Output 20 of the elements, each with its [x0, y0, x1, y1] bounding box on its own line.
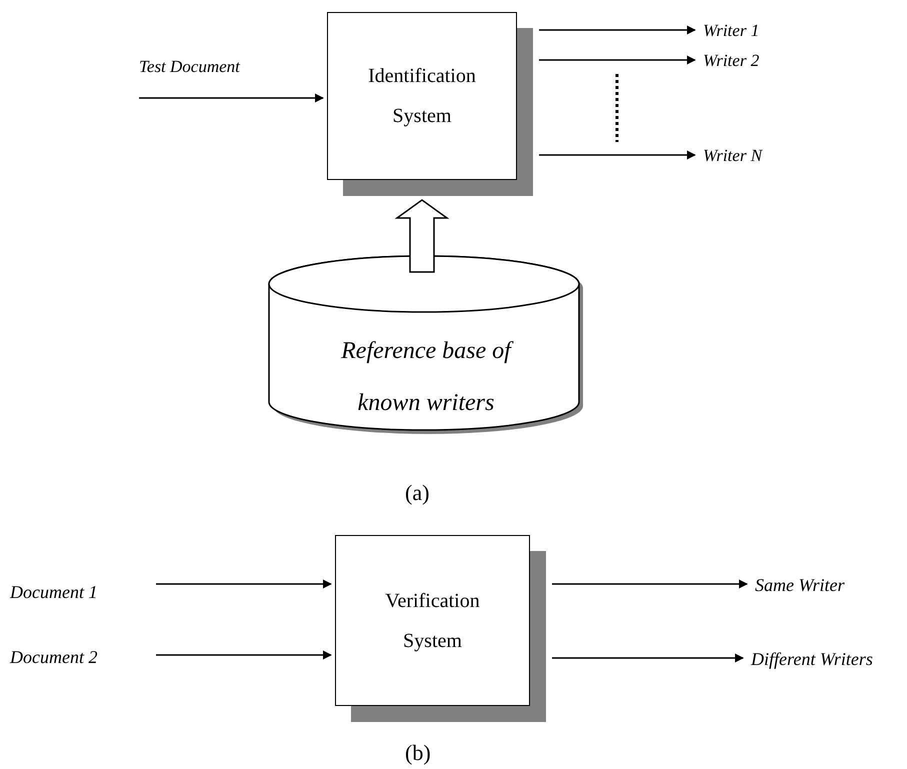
block-arrow	[394, 199, 450, 273]
arrow	[156, 580, 332, 588]
edge-label: Test Document	[139, 58, 240, 75]
output-label: Different Writers	[751, 650, 873, 668]
arrow	[539, 26, 696, 34]
arrow	[539, 56, 696, 64]
arrow	[552, 580, 748, 588]
input-label: Document 2	[10, 648, 98, 666]
arrow	[552, 654, 744, 662]
output-label: Writer 2	[703, 52, 760, 69]
arrow	[139, 94, 324, 102]
output-label: Writer 1	[703, 22, 760, 39]
figure-caption: (b)	[405, 742, 431, 764]
output-label: Same Writer	[755, 576, 844, 594]
arrow	[539, 150, 696, 160]
arrow	[156, 650, 332, 660]
output-label: Writer N	[703, 147, 762, 164]
input-label: Document 1	[10, 583, 98, 601]
cylinder-label: Reference base of known writers	[316, 325, 536, 429]
figure-caption: (a)	[405, 482, 430, 504]
